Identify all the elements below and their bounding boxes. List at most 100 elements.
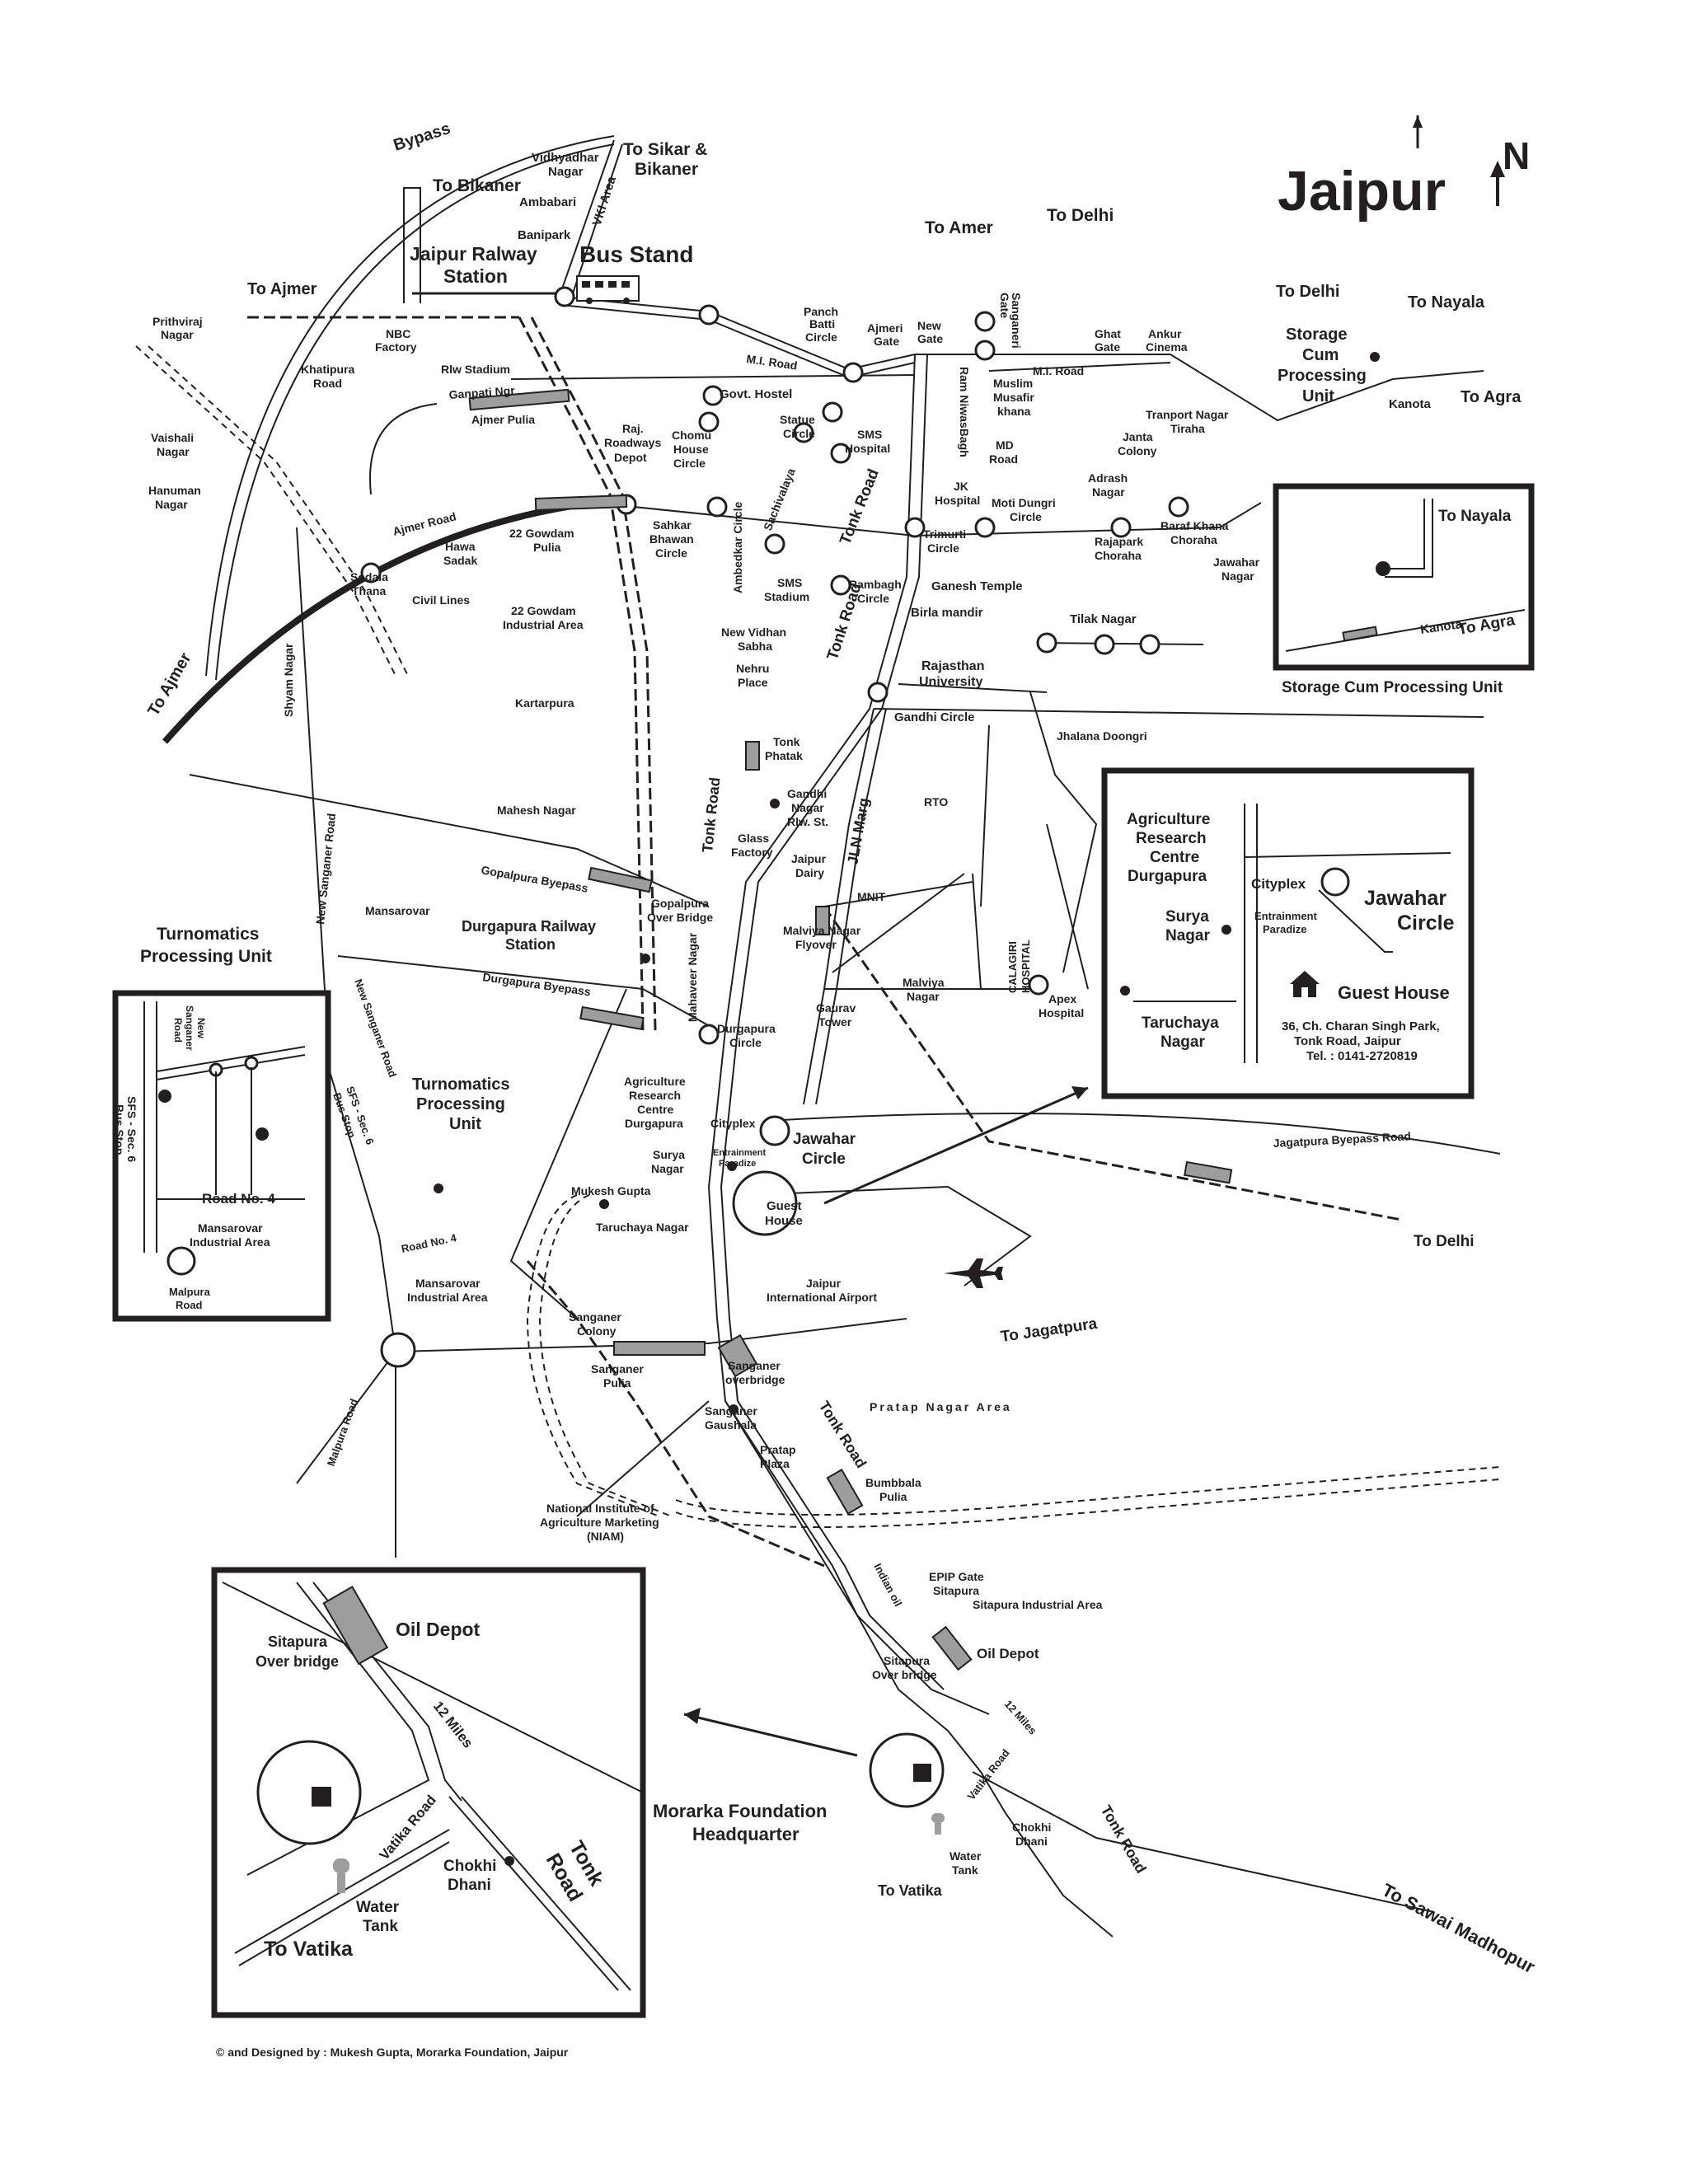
map-label-vaishali-2: Nagar [157,445,190,458]
map-label-address-2: Tonk Road, Jaipur [1294,1034,1401,1048]
map-label-vaishali-1: Vaishali [151,431,194,444]
map-label-nehru-1: Nehru [736,662,769,675]
map-label-sfs-1: SFS - Sec. 6 [125,1096,138,1162]
map-label-muslim-1: Muslim [993,377,1033,390]
map-label-to-jagatpura: To Jagatpura [1000,1315,1099,1346]
north-letter: N [1503,134,1530,177]
map-label-jawahar-circle-2: Circle [802,1151,846,1168]
map-label-railway-station-1: Jaipur Ralway [410,243,537,265]
map-label-to-delhi-bottom: To Delhi [1414,1233,1475,1250]
map-label-sms-stadium-2: Stadium [764,590,809,603]
map-label-gandhi-nagar-1: Gandhi [787,787,827,800]
map-label-moti-2: Circle [1010,510,1042,523]
map-label-sms-hospital-2: Hospital [845,442,890,455]
map-label-mansarovar: Mansarovar [365,904,430,917]
map-label-pratap-plaza-1: Pratap [760,1443,796,1456]
map-label-sitapura-over-1: Sitapura [884,1654,930,1667]
map-label-sanganeri-1: Sanganeri [1010,293,1023,349]
map-label-govt-hostel: Govt. Hostel [720,387,792,401]
map-label-sahkar-1: Sahkar [653,518,692,532]
map-label-bumbbala-2: Pulia [879,1490,907,1503]
map-label-mansarovar-ind-1: Mansarovar [415,1277,481,1290]
map-label-road-no-4: Road No. 4 [401,1231,458,1255]
map-label-sfs-2: Bus Stop [113,1104,126,1155]
map-label-moti-1: Moti Dungri [992,496,1056,509]
map-label-niam-1: National Institute of [546,1502,654,1515]
airplane-icon [944,1258,1003,1288]
map-label-gaurav-1: Gaurav [816,1001,856,1015]
map-label-ajmer-pulia: Ajmer Pulia [471,413,535,426]
map-label-chokhi-2: Dhani [1015,1835,1048,1848]
map-label-gowdam-pulia-2: Pulia [533,541,561,554]
map-label-sodala-2: Thana [352,584,386,598]
map-label-guest-house: Guest House [1338,982,1450,1003]
map-label-apex-1: Apex [1048,992,1076,1005]
map-label-vatika-road: Vatika Road [965,1746,1012,1802]
map-label-caption: Storage Cum Processing Unit [1282,679,1503,696]
map-label-raj-roadways-1: Raj. [622,422,644,435]
map-label-sitapura-1: Sitapura [268,1633,328,1650]
map-label-sodala-1: Sodala [350,570,388,583]
map-label-malpura-2: Road [176,1299,203,1311]
map-label-hanuman-1: Hanuman [148,484,201,497]
map-label-shyam-nagar: Shyam Nagar [282,643,295,717]
map-label-muslim-3: khana [997,405,1031,418]
map-label-vidhyadhar-1: Vidhyadhar [532,151,599,165]
map-label-rajapark-2: Choraha [1095,549,1142,562]
map-label-epip-2: Sitapura [933,1584,979,1597]
map-label-sahkar-3: Circle [655,546,687,560]
map-label-to-agra: To Agra [1461,388,1522,406]
map-label-statue-1: Statue [780,413,815,426]
map-label-civil-lines: Civil Lines [412,593,470,607]
map-label-sanganer-colony-1: Sanganer [569,1310,621,1324]
map-label-surya-1: Surya [1165,908,1209,926]
map-label-gandhi-circle: Gandhi Circle [894,710,975,724]
map-label-vki-area: VKI Area [590,174,620,227]
map-label-tonk-road-2: Tonk Road [824,581,865,663]
map-label-chomu-1: Chomu [672,429,711,442]
map-label-to-bikaner: To Bikaner [433,176,521,195]
map-label-tonk-phatak-2: Phatak [765,749,803,762]
map-label-new-sanganer-1: New [195,1018,207,1038]
map-label-ram-niwas-bagh: Ram NiwasBagh [958,367,971,457]
map-label-taruchaya-nagar: Taruchaya Nagar [596,1221,689,1234]
map-label-sitapura-ind: Sitapura Industrial Area [973,1598,1103,1611]
map-label-adrash-2: Nagar [1092,485,1125,499]
map-label-ajmeri-gate-1: Ajmeri [867,321,903,335]
map-label-turnomatics-3: Unit [449,1115,481,1133]
map-label-turnomatics-1: Turnomatics [412,1076,510,1094]
map-label-to-vatika: To Vatika [264,1938,354,1961]
map-label-rambagh-1: Rambagh [849,578,902,591]
map-label-durgapura-byepass: Durgapura Byepass [482,970,592,998]
map-label-ganpati-ngr: Ganpati Ngr [448,383,516,401]
map-label-khatipura-2: Road [313,377,342,390]
map-label-to-sikar-1: To Sikar & [623,140,707,159]
map-label-jawahar-circle-1: Jawahar [793,1131,856,1148]
map-label-entrainment-2: Paradize [719,1159,756,1169]
water-tank-icon [931,1813,945,1835]
map-label-khatipura-1: Khatipura [301,363,355,376]
map-label-janta-1: Janta [1123,430,1153,443]
map-label-jawahar-nagar-2: Nagar [1221,569,1254,583]
map-label-adrash-1: Adrash [1088,471,1128,485]
map-label-to-vatika: To Vatika [878,1882,943,1899]
map-label-agri-3: Centre [637,1103,674,1116]
map-label-prithviraj-1: Prithviraj [152,315,203,328]
map-label-jhalana: Jhalana Doongri [1057,729,1147,743]
map-label-to-delhi-top: To Delhi [1047,206,1114,225]
map-label-storage-2: Cum [1302,346,1339,364]
map-label-to-amer: To Amer [925,218,993,237]
storage-inset [1273,483,1535,671]
morarka-locator [869,1732,945,1835]
map-label-indian-oil: Indian oil [871,1561,904,1608]
pointer-arrows [683,115,1423,1757]
map-label-chomu-3: Circle [673,457,706,470]
map-label-railway-station-2: Station [443,265,508,287]
map-label-malviya-nagar-2: Nagar [907,990,940,1003]
map-label-cityplex: Cityplex [710,1117,756,1130]
map-label-water-2: Tank [952,1863,978,1877]
map-label-ghat-gate-2: Gate [1095,340,1120,354]
map-label-to-nayala: To Nayala [1438,508,1512,525]
map-label-tonk-road-3: Tonk Road [699,776,723,853]
map-label-trimurti-1: Trimurti [923,527,966,541]
